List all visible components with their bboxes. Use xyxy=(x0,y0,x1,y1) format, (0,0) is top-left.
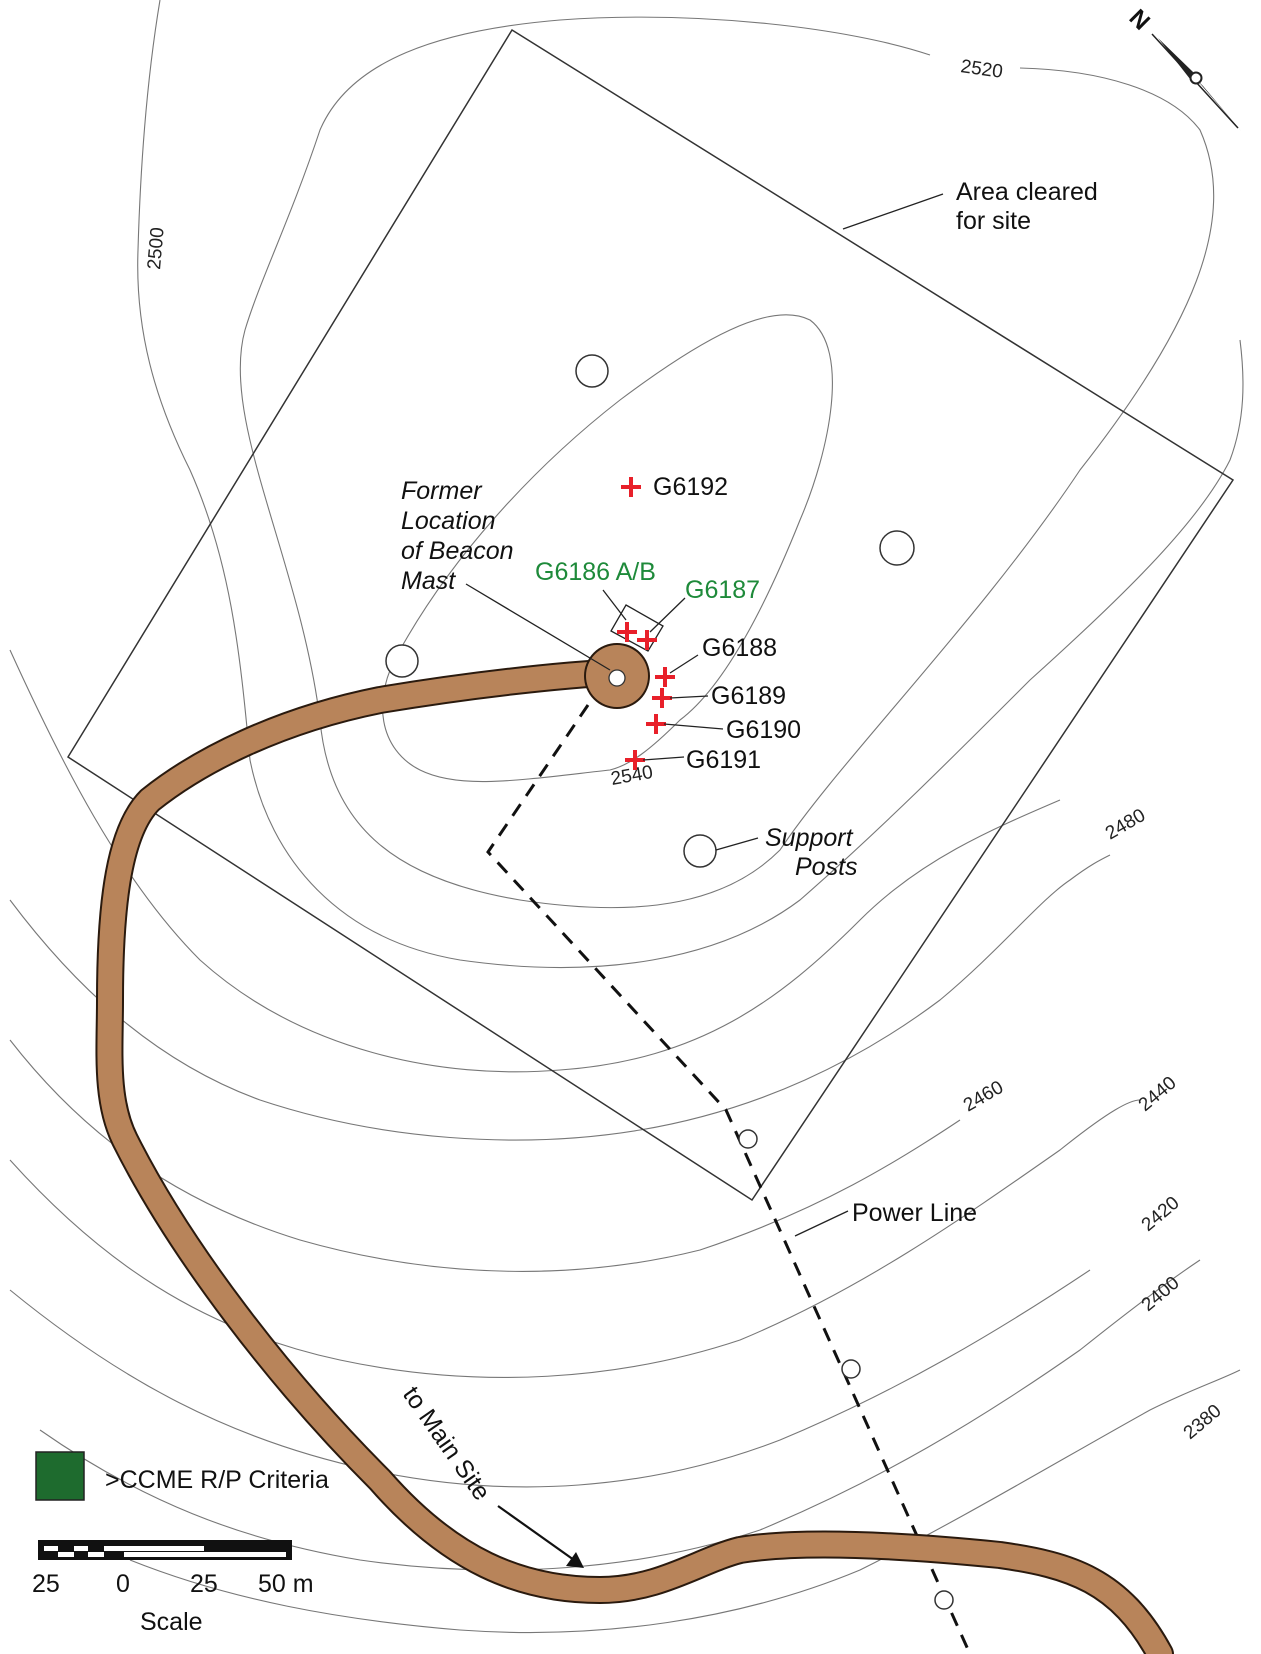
north-arrow-head xyxy=(1158,38,1193,79)
sample-marker-g6188 xyxy=(655,667,675,687)
support-posts-label: Support xyxy=(765,824,854,852)
contour-line-2500 xyxy=(137,0,1244,969)
contour-line-2440 xyxy=(9,1099,1141,1378)
sample-label-g6189: G6189 xyxy=(711,682,786,710)
sample-markers xyxy=(617,477,675,770)
contour-label-2440: 2440 xyxy=(1135,1073,1181,1116)
leader-beacon-mast xyxy=(465,583,611,671)
beacon-mast-label: of Beacon xyxy=(401,537,514,565)
leader-g6188 xyxy=(669,654,699,674)
contour-line-2420 xyxy=(9,1269,1091,1488)
contour-label-2500: 2500 xyxy=(144,226,169,270)
sample-label-g6186: G6186 A/B xyxy=(535,558,656,586)
contour-line-2380 xyxy=(129,1369,1241,1633)
sample-label-g6187: G6187 xyxy=(685,576,760,604)
sample-label-g6188: G6188 xyxy=(702,634,777,662)
contour-lines xyxy=(9,0,1244,1633)
support-post xyxy=(575,354,609,388)
leader-support-posts xyxy=(715,837,759,851)
scale-bar: 25 0 25 50 m Scale xyxy=(32,1540,314,1636)
support-post xyxy=(683,834,717,868)
leader-g6187 xyxy=(649,597,686,633)
beacon-mast-base xyxy=(608,669,626,687)
access-road xyxy=(95,643,1174,1654)
leader-g6186 xyxy=(602,589,627,621)
legend-swatch-ccme xyxy=(35,1451,85,1501)
power-line xyxy=(486,704,972,1654)
sample-marker-g6187 xyxy=(637,630,657,650)
contour-labels: 2520 2500 2540 2480 2460 2440 2420 2400 … xyxy=(144,56,1226,1444)
contour-line-2400 xyxy=(39,1259,1201,1571)
sample-marker-g6191 xyxy=(625,750,645,770)
contour-line-2540 xyxy=(382,314,833,783)
support-posts xyxy=(385,354,915,868)
area-cleared-label: Area cleared xyxy=(956,178,1098,206)
contour-label-2380: 2380 xyxy=(1180,1401,1226,1444)
beacon-mast-label: Former xyxy=(401,477,483,505)
contour-line-2500b xyxy=(9,649,1061,1073)
power-pole xyxy=(738,1129,758,1149)
legend-label-ccme: >CCME R/P Criteria xyxy=(105,1466,329,1494)
contour-line-2480 xyxy=(9,854,1111,1141)
power-pole xyxy=(841,1359,861,1379)
contour-label-2540: 2540 xyxy=(609,762,654,790)
sample-labels: G6192 G6186 A/B G6187 G6188 G6189 G6190 … xyxy=(535,473,801,774)
north-arrow-tail xyxy=(1197,80,1241,131)
power-pole xyxy=(934,1590,954,1610)
scale-title: Scale xyxy=(140,1608,203,1636)
leader-lines xyxy=(465,193,944,1237)
support-post xyxy=(879,530,915,566)
sample-label-g6191: G6191 xyxy=(686,746,761,774)
scale-tick-label: 25 xyxy=(190,1570,218,1598)
contour-label-2460: 2460 xyxy=(960,1077,1007,1116)
contour-label-2480: 2480 xyxy=(1102,805,1149,844)
support-posts-label: Posts xyxy=(795,853,858,881)
road-outline xyxy=(95,658,1174,1654)
area-cleared-boundary xyxy=(66,28,1235,1202)
contour-label-2520: 2520 xyxy=(959,56,1004,83)
power-line-label: Power Line xyxy=(852,1199,977,1227)
area-cleared-label: for site xyxy=(956,207,1031,235)
sample-label-g6192: G6192 xyxy=(653,473,728,501)
road-fill xyxy=(97,660,1172,1654)
sample-marker-g6190 xyxy=(646,714,666,734)
beacon-mast-label: Location xyxy=(401,507,496,535)
north-arrow-center xyxy=(1189,71,1203,85)
leader-g6189 xyxy=(669,695,709,699)
exceedance-box xyxy=(610,604,664,652)
scale-tick-label: 50 m xyxy=(258,1570,314,1598)
leader-g6190 xyxy=(663,723,724,730)
contour-label-2400: 2400 xyxy=(1138,1273,1184,1316)
to-main-site-arrow xyxy=(497,1505,584,1568)
feature-labels: Area cleared for site Former Location of… xyxy=(397,178,1098,1506)
leader-g6191 xyxy=(642,756,685,761)
north-arrow-label: N xyxy=(1124,4,1155,35)
sample-marker-g6192 xyxy=(621,477,641,497)
contour-line-2520 xyxy=(239,16,1215,909)
leader-power-line xyxy=(794,1210,849,1237)
sample-label-g6190: G6190 xyxy=(726,716,801,744)
contour-label-2420: 2420 xyxy=(1138,1193,1184,1236)
sample-marker-g6189 xyxy=(652,688,672,708)
sample-marker-g6186 xyxy=(617,622,637,642)
legend: >CCME R/P Criteria xyxy=(35,1451,329,1501)
beacon-mast-label: Mast xyxy=(401,567,456,595)
scale-tick-label: 0 xyxy=(116,1570,130,1598)
leader-area-cleared xyxy=(842,193,944,230)
scale-tick-label: 25 xyxy=(32,1570,60,1598)
support-post xyxy=(385,644,419,678)
to-main-site-label: to Main Site xyxy=(397,1381,496,1505)
